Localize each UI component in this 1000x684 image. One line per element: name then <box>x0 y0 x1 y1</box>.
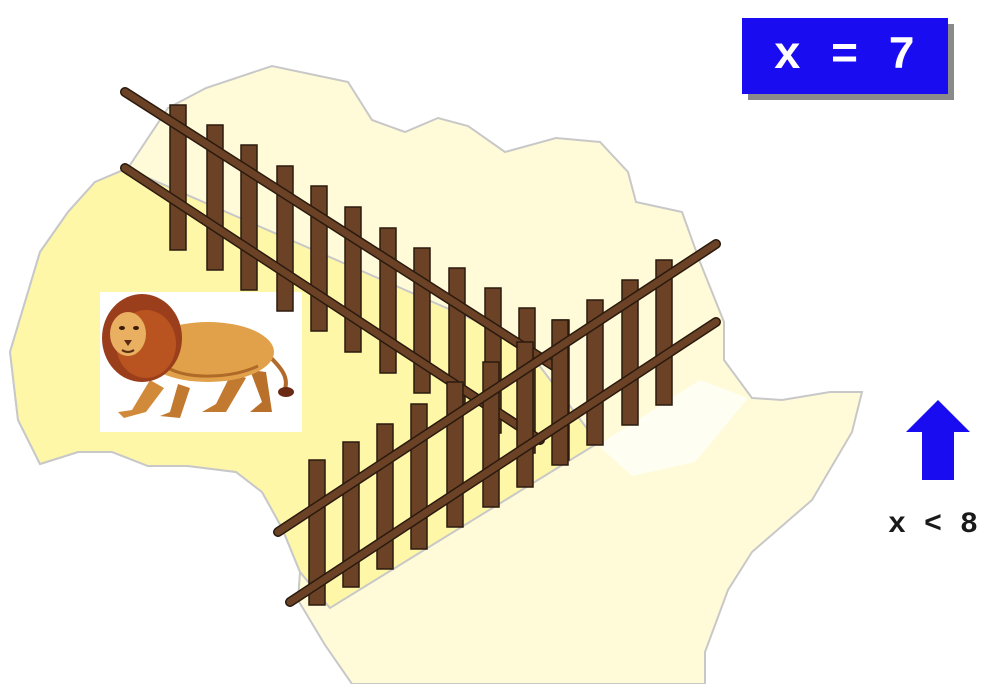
value-box: x = 7 <box>742 18 948 94</box>
value-text: x = 7 <box>773 30 916 82</box>
condition-label: x < 8 <box>888 508 978 542</box>
arrow-up-icon <box>906 400 970 480</box>
